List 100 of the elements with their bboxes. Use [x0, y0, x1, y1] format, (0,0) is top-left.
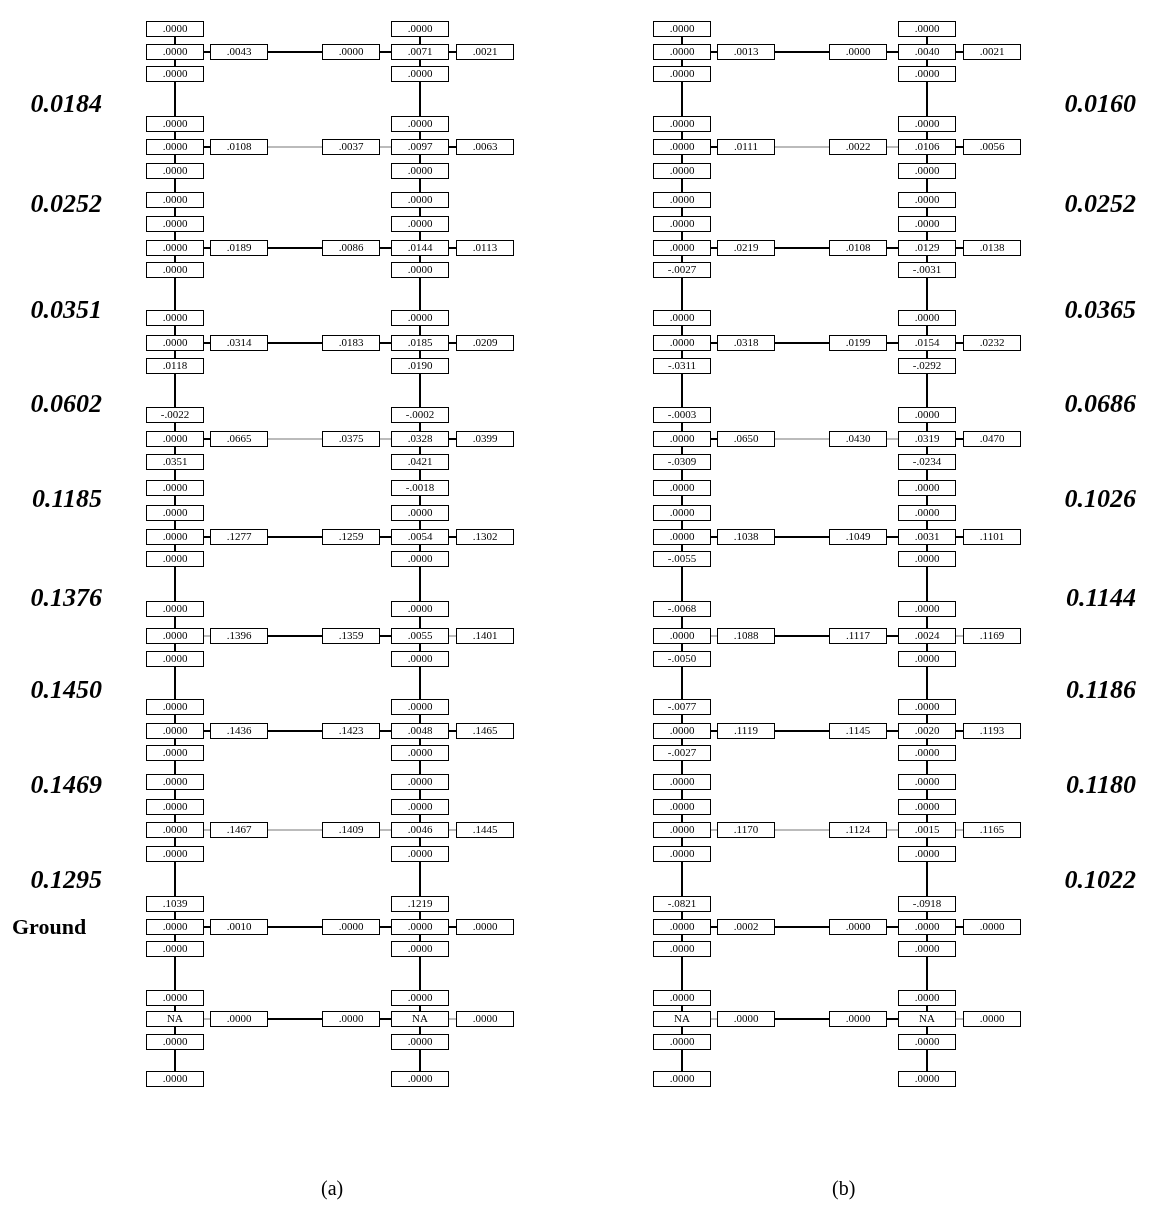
connector-line [774, 247, 830, 249]
connector-line [681, 760, 683, 775]
value-box: .0021 [456, 44, 514, 60]
value-box: .1193 [963, 723, 1021, 739]
connector-line [710, 438, 718, 440]
value-box: .0000 [898, 163, 956, 179]
connector-line [774, 51, 830, 53]
connector-line [419, 469, 421, 481]
connector-line [174, 1026, 176, 1035]
connector-line [203, 1018, 211, 1020]
connector-line [886, 926, 899, 928]
value-box: .0209 [456, 335, 514, 351]
value-box: .0000 [898, 216, 956, 232]
value-box: .0000 [146, 651, 204, 667]
value-box: .0328 [391, 431, 449, 447]
connector-line [710, 146, 718, 148]
connector-line [174, 814, 176, 823]
drift-value: 0.1026 [1064, 484, 1136, 514]
value-box: .0000 [391, 1034, 449, 1050]
value-box: .0111 [717, 139, 775, 155]
value-box: .1445 [456, 822, 514, 838]
connector-line [419, 59, 421, 67]
value-box: .0000 [146, 163, 204, 179]
drift-value: 0.1186 [1065, 675, 1136, 705]
connector-line [926, 255, 928, 263]
connector-line [379, 730, 392, 732]
value-box: -.0027 [653, 262, 711, 278]
value-box: .0000 [653, 66, 711, 82]
connector-line [419, 1026, 421, 1035]
connector-line [379, 1018, 392, 1020]
connector-line [203, 342, 211, 344]
connector-line [267, 247, 323, 249]
value-box: .0399 [456, 431, 514, 447]
value-box: .0071 [391, 44, 449, 60]
connector-line [926, 837, 928, 847]
connector-line [681, 495, 683, 506]
value-box: .0000 [146, 240, 204, 256]
value-box: .0000 [898, 651, 956, 667]
connector-line [710, 635, 718, 637]
value-box: .0129 [898, 240, 956, 256]
value-box: -.0234 [898, 454, 956, 470]
connector-line [774, 438, 830, 440]
connector-line [926, 495, 928, 506]
value-box: .0000 [391, 21, 449, 37]
value-box: .0000 [146, 480, 204, 496]
value-box: -.0002 [391, 407, 449, 423]
connector-line [448, 730, 457, 732]
value-box: .0138 [963, 240, 1021, 256]
value-box: .0000 [653, 21, 711, 37]
connector-line [174, 131, 176, 140]
connector-line [926, 59, 928, 67]
value-box: .0000 [146, 216, 204, 232]
value-box: .0024 [898, 628, 956, 644]
connector-line [174, 495, 176, 506]
connector-line [710, 342, 718, 344]
value-box: .0000 [898, 1034, 956, 1050]
value-box: .1038 [717, 529, 775, 545]
value-box: .0000 [146, 1034, 204, 1050]
connector-line [886, 635, 899, 637]
connector-line [419, 373, 421, 408]
connector-line [203, 438, 211, 440]
connector-line [174, 956, 176, 991]
connector-line [174, 350, 176, 359]
connector-line [203, 51, 211, 53]
value-box: .0013 [717, 44, 775, 60]
connector-line [174, 231, 176, 241]
connector-line [419, 131, 421, 140]
value-box: .0000 [898, 1071, 956, 1087]
connector-line [419, 956, 421, 991]
value-box: .1219 [391, 896, 449, 912]
connector-line [681, 911, 683, 920]
value-box: .0000 [456, 1011, 514, 1027]
connector-line [681, 616, 683, 629]
connector-line [926, 934, 928, 942]
connector-line [419, 566, 421, 602]
connector-line [174, 422, 176, 432]
value-box: .1409 [322, 822, 380, 838]
value-box: .0000 [391, 66, 449, 82]
connector-line [710, 536, 718, 538]
value-box: .0118 [146, 358, 204, 374]
connector-line [203, 926, 211, 928]
connector-line [174, 36, 176, 45]
value-box: .1145 [829, 723, 887, 739]
value-box: .0185 [391, 335, 449, 351]
value-box: -.0068 [653, 601, 711, 617]
connector-line [419, 495, 421, 506]
connector-line [955, 342, 964, 344]
connector-line [681, 81, 683, 117]
connector-line [681, 566, 683, 602]
connector-line [419, 325, 421, 336]
value-box: .0037 [322, 139, 380, 155]
value-box: .0000 [146, 1071, 204, 1087]
connector-line [926, 738, 928, 746]
connector-line [448, 247, 457, 249]
value-box: .0056 [963, 139, 1021, 155]
value-box: .0000 [146, 431, 204, 447]
value-box: .0055 [391, 628, 449, 644]
connector-line [174, 837, 176, 847]
connector-line [419, 1005, 421, 1012]
connector-line [926, 1005, 928, 1012]
